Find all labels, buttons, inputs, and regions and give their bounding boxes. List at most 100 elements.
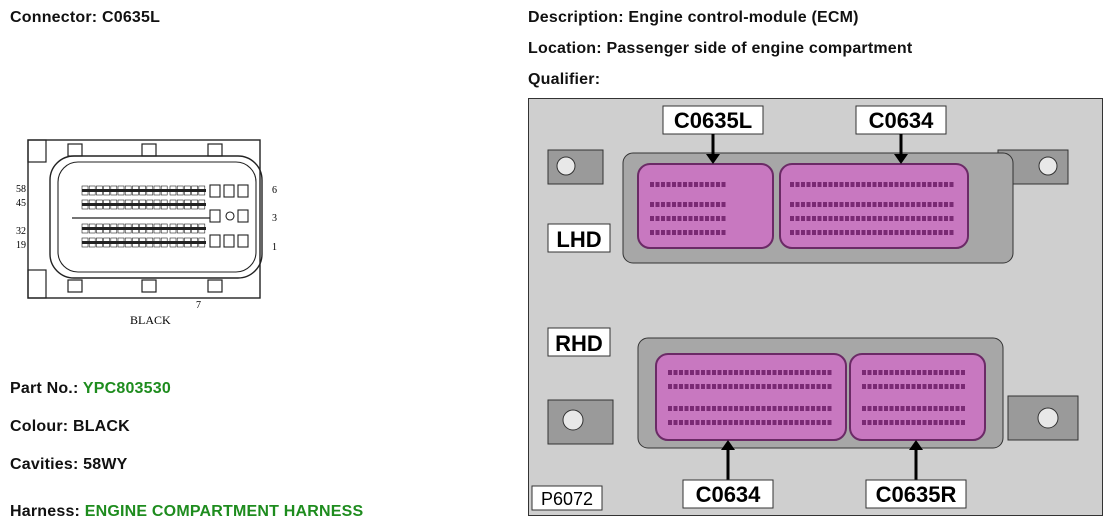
pin <box>949 216 954 221</box>
pin <box>845 230 849 235</box>
pin <box>801 216 805 221</box>
pin <box>739 384 744 389</box>
pin <box>895 370 899 375</box>
pin <box>806 216 811 221</box>
pin <box>911 216 915 221</box>
pin <box>688 230 693 235</box>
pin <box>717 370 722 375</box>
pin <box>944 406 949 411</box>
pin <box>694 216 698 221</box>
pin <box>739 420 744 425</box>
pin <box>878 384 883 389</box>
pin <box>828 182 833 187</box>
pin <box>906 420 910 425</box>
pin <box>672 216 676 221</box>
pin <box>721 230 726 235</box>
pin <box>845 182 849 187</box>
pin <box>911 230 915 235</box>
pin <box>878 216 882 221</box>
pin <box>695 420 700 425</box>
pin <box>710 182 715 187</box>
part-no-value[interactable]: YPC803530 <box>82 380 171 397</box>
pin <box>817 230 822 235</box>
pin <box>928 370 932 375</box>
pin <box>772 370 777 375</box>
large-cavities <box>209 184 249 248</box>
pin <box>916 202 921 207</box>
pin <box>739 406 744 411</box>
pin <box>783 370 788 375</box>
rhd-module <box>547 337 1079 449</box>
pin <box>850 230 855 235</box>
pin <box>878 406 883 411</box>
pin <box>795 216 800 221</box>
pin <box>716 202 720 207</box>
pin <box>961 420 965 425</box>
pin <box>721 216 726 221</box>
pin <box>683 216 687 221</box>
pin <box>822 406 826 411</box>
pin <box>905 182 910 187</box>
pin <box>950 370 954 375</box>
pin <box>867 230 871 235</box>
pin <box>928 420 932 425</box>
pin <box>927 182 932 187</box>
pin <box>933 230 937 235</box>
harness-value[interactable]: ENGINE COMPARTMENT HARNESS <box>84 503 364 520</box>
pin <box>750 420 755 425</box>
pin <box>938 216 943 221</box>
pin <box>878 230 882 235</box>
pin <box>816 406 821 411</box>
pin <box>672 202 676 207</box>
pin <box>745 420 749 425</box>
pin <box>756 384 760 389</box>
pin <box>933 202 937 207</box>
pin <box>933 420 938 425</box>
lhd-module <box>547 149 1069 264</box>
pin <box>712 420 716 425</box>
pin <box>778 406 782 411</box>
pin <box>756 406 760 411</box>
colour-label: Colour: <box>10 418 69 435</box>
pin <box>750 384 755 389</box>
pin <box>668 406 672 411</box>
pin <box>867 420 872 425</box>
pin <box>917 370 921 375</box>
pin <box>721 202 726 207</box>
pin <box>806 182 811 187</box>
arrow-c0635r <box>909 440 923 480</box>
pin <box>783 420 788 425</box>
pin <box>683 202 687 207</box>
pin <box>889 216 893 221</box>
colour-caption: BLACK <box>130 313 171 327</box>
pin <box>706 420 711 425</box>
pin <box>884 370 888 375</box>
pin <box>906 406 910 411</box>
pin <box>939 420 943 425</box>
pin <box>734 420 738 425</box>
pin <box>872 182 877 187</box>
pin-row-bar <box>82 241 206 244</box>
pin <box>816 370 821 375</box>
pin <box>827 406 832 411</box>
description-label: Description: <box>528 9 624 26</box>
location-label: Location: <box>528 40 602 57</box>
pin <box>811 384 815 389</box>
pin <box>717 420 722 425</box>
pin <box>650 230 654 235</box>
pin <box>655 230 660 235</box>
pin <box>889 370 894 375</box>
pin <box>883 230 888 235</box>
pin <box>944 420 949 425</box>
pin <box>717 406 722 411</box>
colour-line: Colour: BLACK <box>10 418 130 436</box>
pin <box>661 216 665 221</box>
qualifier-label: Qualifier: <box>528 71 601 88</box>
pin <box>950 406 954 411</box>
pin <box>673 370 678 375</box>
pin <box>712 406 716 411</box>
pin <box>794 420 799 425</box>
pin <box>862 406 866 411</box>
pin <box>805 406 810 411</box>
pin <box>812 216 816 221</box>
